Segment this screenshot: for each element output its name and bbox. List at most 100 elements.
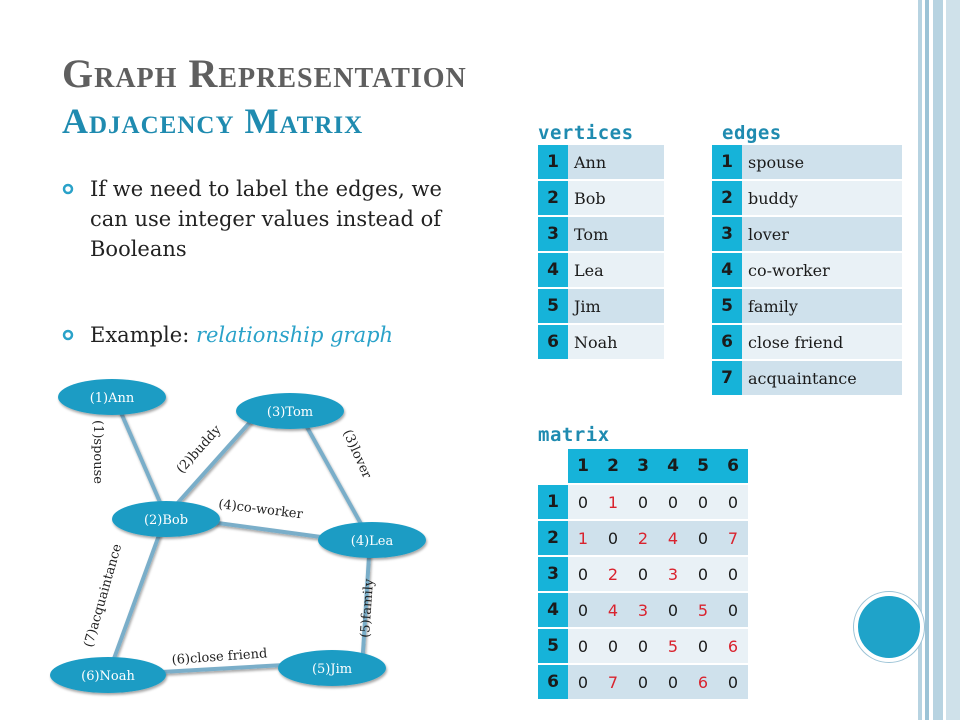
edge-name: co-worker bbox=[742, 252, 902, 289]
node-ann bbox=[58, 379, 166, 415]
matrix-cell: 0 bbox=[658, 664, 688, 701]
matrix-cell: 0 bbox=[688, 484, 718, 521]
matrix-cell: 5 bbox=[658, 628, 688, 665]
matrix-cell: 0 bbox=[628, 556, 658, 593]
edge-line-spouse bbox=[117, 406, 168, 518]
matrix-cell: 0 bbox=[628, 628, 658, 665]
matrix-row: 1 0 1 0 0 0 0 bbox=[538, 484, 748, 521]
matrix-cell: 2 bbox=[598, 556, 628, 593]
edge-id: 1 bbox=[712, 145, 742, 181]
adjacency-matrix: 1 2 3 4 5 6 1 0 1 0 0 0 0 2 1 0 2 4 0 7 … bbox=[538, 449, 748, 701]
matrix-cell: 0 bbox=[598, 628, 628, 665]
edge-name: family bbox=[742, 288, 902, 325]
matrix-col-header: 3 bbox=[628, 449, 658, 485]
vertex-name: Bob bbox=[568, 180, 664, 217]
edge-line-lover bbox=[296, 409, 372, 542]
matrix-corner bbox=[538, 449, 568, 485]
matrix-row: 3 0 2 0 3 0 0 bbox=[538, 556, 748, 593]
vertex-id: 6 bbox=[538, 324, 568, 361]
matrix-cell: 0 bbox=[598, 520, 628, 557]
node-label-jim: (5)Jim bbox=[312, 662, 352, 677]
edge-line-acquaintance bbox=[106, 514, 168, 677]
matrix-cell: 3 bbox=[658, 556, 688, 593]
edge-label-spouse: (1)spouse bbox=[90, 420, 105, 484]
decor-bar-1 bbox=[918, 0, 922, 720]
node-jim bbox=[278, 650, 386, 686]
matrix-row-header: 5 bbox=[538, 628, 568, 665]
edge-name: buddy bbox=[742, 180, 902, 217]
matrix-cell: 0 bbox=[688, 628, 718, 665]
node-label-tom: (3)Tom bbox=[267, 405, 313, 420]
matrix-cell: 0 bbox=[628, 484, 658, 521]
relationship-graph: (1)Ann (3)Tom (2)Bob (4)Lea (6)Noah (5)J… bbox=[50, 379, 426, 693]
matrix-row: 2 1 0 2 4 0 7 bbox=[538, 520, 748, 557]
edge-label-lover: (3)lover bbox=[339, 428, 374, 482]
vertex-name: Ann bbox=[568, 145, 664, 181]
matrix-cell: 0 bbox=[718, 664, 748, 701]
matrix-cell: 5 bbox=[688, 592, 718, 629]
matrix-cell: 0 bbox=[658, 484, 688, 521]
node-noah bbox=[50, 657, 166, 693]
vertex-name: Noah bbox=[568, 324, 664, 361]
matrix-cell: 0 bbox=[718, 484, 748, 521]
page-subtitle: Adjacency Matrix bbox=[62, 101, 364, 141]
matrix-cell: 7 bbox=[598, 664, 628, 701]
vertex-id: 3 bbox=[538, 216, 568, 253]
edge-id: 3 bbox=[712, 216, 742, 253]
matrix-cell: 1 bbox=[568, 520, 598, 557]
matrix-row-header: 6 bbox=[538, 664, 568, 701]
edge-id: 2 bbox=[712, 180, 742, 217]
edge-line-buddy bbox=[164, 409, 262, 518]
matrix-cell: 4 bbox=[598, 592, 628, 629]
vertex-id: 5 bbox=[538, 288, 568, 325]
matrix-cell: 0 bbox=[718, 592, 748, 629]
bullet-1-text: If we need to label the edges, we can us… bbox=[90, 177, 442, 261]
vertex-name: Jim bbox=[568, 288, 664, 325]
node-label-lea: (4)Lea bbox=[351, 534, 394, 549]
edge-name: acquaintance bbox=[742, 360, 902, 397]
matrix-cell: 0 bbox=[568, 484, 598, 521]
matrix-cell: 0 bbox=[688, 556, 718, 593]
matrix-row: 4 0 4 3 0 5 0 bbox=[538, 592, 748, 629]
bullet-2-accent: relationship graph bbox=[195, 323, 394, 347]
edge-label-acquaintance: (7)acquaintance bbox=[81, 542, 125, 649]
decor-bar-4 bbox=[946, 0, 960, 720]
vertices-label: vertices bbox=[538, 122, 634, 144]
edge-name: close friend bbox=[742, 324, 902, 361]
bullet-2: Example: relationship graph bbox=[62, 320, 482, 350]
edge-label-coworker: (4)co-worker bbox=[218, 497, 305, 522]
bullet-1: If we need to label the edges, we can us… bbox=[62, 174, 462, 264]
matrix-cell: 0 bbox=[658, 592, 688, 629]
matrix-cell: 6 bbox=[718, 628, 748, 665]
bullet-icon bbox=[62, 329, 74, 341]
bullet-icon bbox=[62, 183, 74, 195]
matrix-col-header: 1 bbox=[568, 449, 598, 485]
matrix-row: 6 0 7 0 0 6 0 bbox=[538, 664, 748, 701]
matrix-row-header: 3 bbox=[538, 556, 568, 593]
node-label-noah: (6)Noah bbox=[81, 669, 135, 684]
vertex-name: Lea bbox=[568, 252, 664, 289]
edge-name: spouse bbox=[742, 145, 902, 181]
matrix-col-header: 6 bbox=[718, 449, 748, 485]
matrix-cell: 0 bbox=[568, 664, 598, 701]
edge-id: 4 bbox=[712, 252, 742, 289]
vertex-id: 4 bbox=[538, 252, 568, 289]
bullet-2-text: Example: bbox=[90, 323, 196, 347]
edge-id: 6 bbox=[712, 324, 742, 361]
edge-name: lover bbox=[742, 216, 902, 253]
decor-bar-2 bbox=[925, 0, 929, 720]
vertex-name: Tom bbox=[568, 216, 664, 253]
edge-label-buddy: (2)buddy bbox=[174, 422, 225, 476]
edge-line-family bbox=[360, 538, 372, 670]
matrix-cell: 0 bbox=[688, 520, 718, 557]
edge-label-closefriend: (6)close friend bbox=[171, 646, 268, 668]
vertex-id: 2 bbox=[538, 180, 568, 217]
matrix-row: 5 0 0 0 5 0 6 bbox=[538, 628, 748, 665]
